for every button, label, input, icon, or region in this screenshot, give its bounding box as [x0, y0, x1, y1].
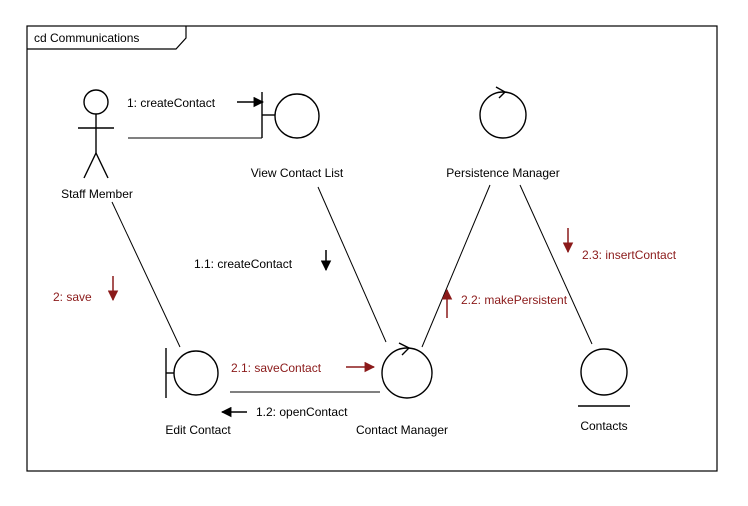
control-circle — [381, 347, 433, 399]
message-label: 2.3: insertContact — [582, 248, 677, 262]
link-staff-editcontact — [111, 201, 181, 348]
message-1-2-opencontact: 1.2: openContact — [220, 405, 348, 419]
boundary-circle — [274, 93, 320, 139]
actor-right-leg — [95, 152, 109, 179]
control-circle — [479, 91, 527, 139]
message-1-createcontact: 1: createContact — [127, 96, 265, 110]
boundary-edit-contact: Edit Contact — [165, 348, 231, 437]
frame-border — [26, 25, 718, 472]
actor-head — [83, 89, 109, 115]
link-persistence-contactmanager — [421, 184, 491, 348]
message-label: 2: save — [53, 290, 92, 304]
message-1-1-createcontact: 1.1: createContact — [194, 250, 332, 272]
message-2-save: 2: save — [53, 276, 119, 304]
diagram-frame: cd Communications — [26, 25, 718, 472]
entity-contacts: Contacts — [578, 348, 630, 433]
entity-label: Contacts — [580, 419, 627, 433]
boundary-label: Edit Contact — [165, 423, 231, 437]
actor-left-leg — [83, 152, 97, 179]
boundary-label: View Contact List — [251, 166, 344, 180]
actor-label: Staff Member — [61, 187, 133, 201]
message-2-2-makepersistent: 2.2: makePersistent — [441, 288, 568, 318]
control-contact-manager: Contact Manager — [356, 342, 448, 437]
message-label: 1.1: createContact — [194, 257, 293, 271]
frame-title: cd Communications — [34, 31, 139, 45]
link-viewlist-contactmanager — [317, 186, 387, 343]
control-persistence-manager: Persistence Manager — [446, 86, 560, 180]
link-persistence-contacts — [519, 184, 593, 345]
entity-circle — [580, 348, 628, 396]
message-label: 2.1: saveContact — [231, 361, 322, 375]
message-label: 2.2: makePersistent — [461, 293, 568, 307]
message-2-3-insertcontact: 2.3: insertContact — [562, 228, 677, 262]
control-label: Persistence Manager — [446, 166, 559, 180]
control-arrowhead — [495, 86, 507, 99]
links — [111, 137, 593, 393]
message-label: 1: createContact — [127, 96, 216, 110]
boundary-view-contact-list: View Contact List — [251, 92, 344, 180]
message-2-1-savecontact: 2.1: saveContact — [231, 361, 376, 375]
actor-staff-member: Staff Member — [61, 89, 133, 201]
message-label: 1.2: openContact — [256, 405, 348, 419]
frame-tab — [27, 26, 187, 50]
control-arrowhead — [398, 342, 411, 356]
control-label: Contact Manager — [356, 423, 448, 437]
boundary-circle — [173, 350, 219, 396]
